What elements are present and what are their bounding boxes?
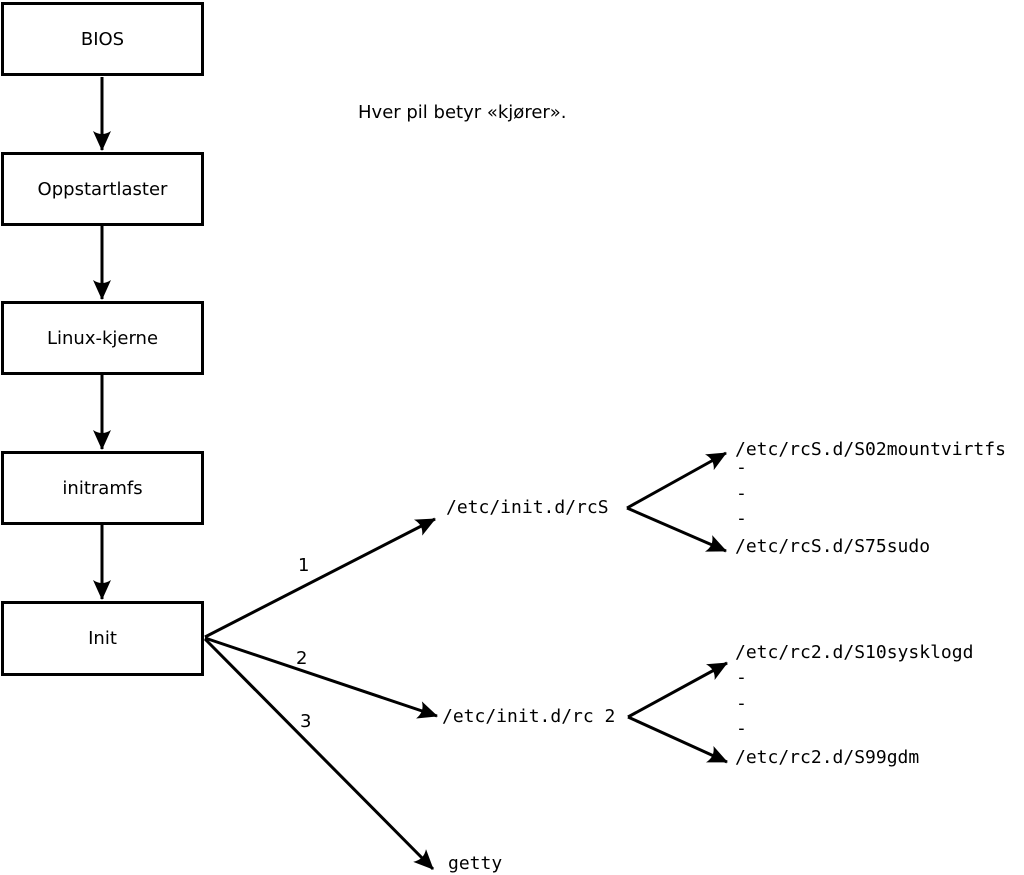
node-getty: getty: [448, 853, 503, 874]
node-rcs-child-s02mountvirtfs: /etc/rcS.d/S02mountvirtfs: [735, 439, 1006, 460]
node-rc2-child-dash-1: -: [736, 667, 747, 688]
node-rcs-script: /etc/init.d/rcS: [446, 497, 609, 518]
branch-label-2: 2: [296, 648, 308, 669]
node-rcs-child-dash-2: -: [736, 483, 747, 504]
arrow-rcs-to-s75sudo: [626, 506, 727, 553]
node-init: Init: [1, 601, 204, 676]
branch-label-3: 3: [300, 711, 312, 732]
arrow-rc2-to-s10sysklogd: [627, 661, 728, 719]
node-rcs-child-s75sudo: /etc/rcS.d/S75sudo: [735, 536, 931, 557]
node-initramfs-label: initramfs: [62, 477, 143, 499]
node-oppstartlaster: Oppstartlaster: [1, 152, 204, 226]
node-rcs-child-dash-3: -: [736, 508, 747, 529]
arrow-init-to-getty: [203, 637, 435, 871]
arrow-rc2-to-s99gdm: [627, 715, 728, 764]
node-bios: BIOS: [1, 2, 204, 76]
arrow-init-to-rcs: [204, 517, 436, 639]
node-initramfs: initramfs: [1, 451, 204, 525]
node-oppstartlaster-label: Oppstartlaster: [37, 178, 168, 200]
node-rcs-child-dash-1: -: [736, 457, 747, 478]
node-rc2-child-dash-3: -: [736, 718, 747, 739]
node-init-label: Init: [88, 628, 117, 649]
node-linux-kjerne-label: Linux-kjerne: [46, 327, 159, 349]
node-rc2-child-s99gdm: /etc/rc2.d/S99gdm: [735, 747, 920, 768]
node-rc2-child-dash-2: -: [736, 693, 747, 714]
node-linux-kjerne: Linux-kjerne: [1, 301, 204, 375]
arrow-rcs-to-s02mountvirtfs: [626, 451, 727, 510]
node-rc2-child-s10sysklogd: /etc/rc2.d/S10sysklogd: [735, 642, 974, 663]
diagram-note: Hver pil betyr «kjører».: [358, 102, 567, 123]
node-rc2-script: /etc/init.d/rc 2: [442, 706, 616, 727]
arrow-init-to-rc2: [204, 636, 438, 719]
node-bios-label: BIOS: [80, 28, 125, 50]
branch-label-1: 1: [298, 555, 310, 576]
